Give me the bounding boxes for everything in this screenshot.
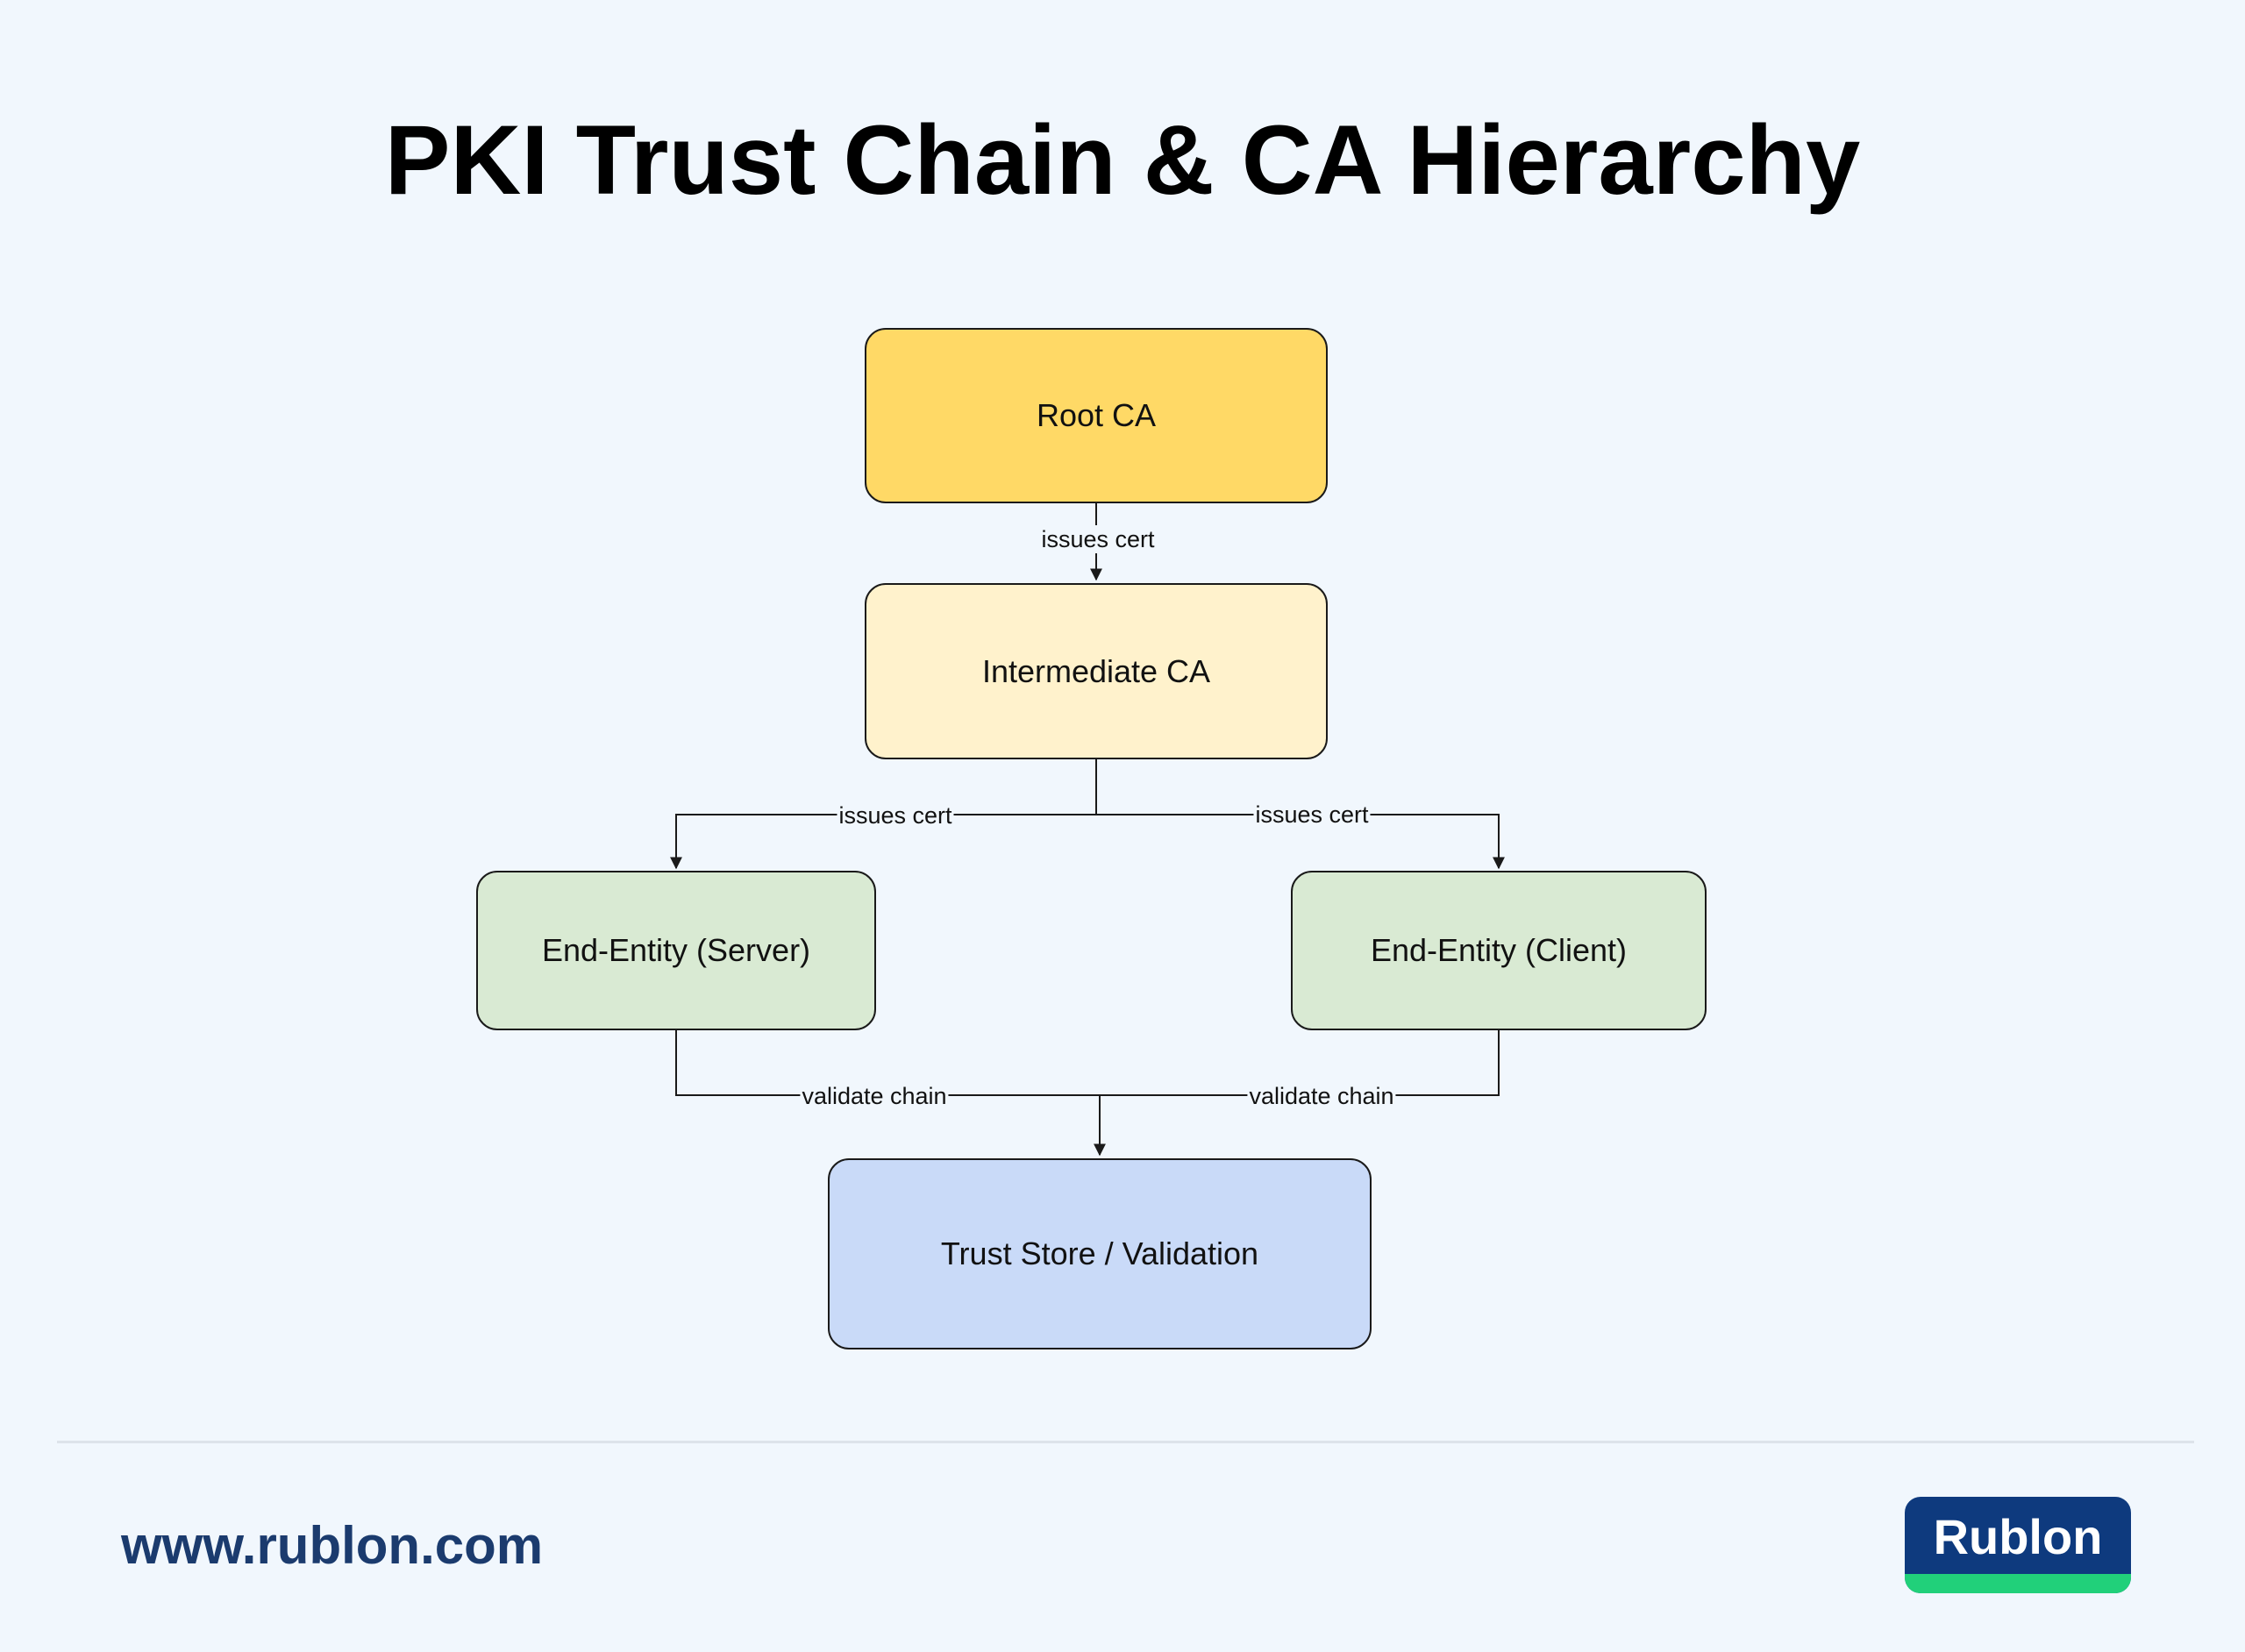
page-title: PKI Trust Chain & CA Hierarchy	[384, 105, 1861, 215]
edge-label-root-to-intermediate: issues cert	[1039, 525, 1157, 553]
edge-label-intermediate-to-server: issues cert	[837, 801, 954, 830]
end-entity-client-label: End-Entity (Client)	[1370, 932, 1628, 968]
edge-label-client-to-trust: validate chain	[1247, 1082, 1396, 1110]
edge-label-intermediate-to-client: issues cert	[1253, 801, 1371, 829]
end-entity-client-node[interactable]: End-Entity (Client)	[1291, 871, 1707, 1030]
footer-url-link[interactable]: www.rublon.com	[121, 1516, 544, 1575]
intermediate-ca-label: Intermediate CA	[981, 652, 1211, 689]
trust-store-label: Trust Store / Validation	[940, 1235, 1259, 1271]
edge-intermediate-to-client	[1096, 814, 1505, 870]
edge-label-server-to-trust: validate chain	[800, 1082, 949, 1110]
root-ca-node[interactable]: Root CA	[865, 328, 1328, 503]
footer-divider	[57, 1441, 2194, 1443]
end-entity-server-label: End-Entity (Server)	[541, 932, 811, 968]
intermediate-ca-node[interactable]: Intermediate CA	[865, 583, 1328, 759]
rublon-logo: Rublon	[1905, 1497, 2131, 1593]
rublon-logo-text: Rublon	[1933, 1509, 2103, 1564]
trust-store-node[interactable]: Trust Store / Validation	[828, 1158, 1372, 1349]
rublon-logo-stripe	[1905, 1574, 2131, 1593]
edge-client-to-trust	[1100, 1030, 1500, 1096]
end-entity-server-node[interactable]: End-Entity (Server)	[476, 871, 876, 1030]
root-ca-label: Root CA	[1036, 397, 1157, 433]
